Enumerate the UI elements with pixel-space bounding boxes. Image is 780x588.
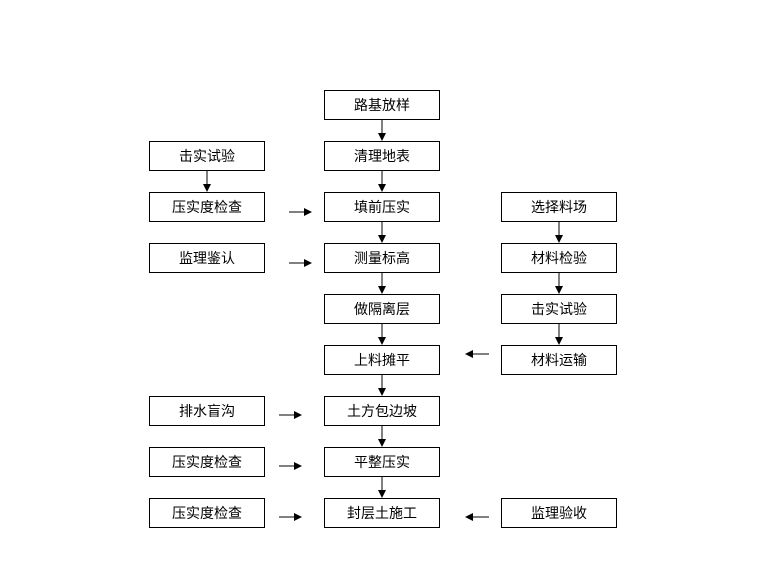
main-step-5: 做隔离层 [324,294,440,324]
left-step-2: 压实度检查 [149,192,265,222]
right-step-1: 选择料场 [501,192,617,222]
main-step-3: 填前压实 [324,192,440,222]
right-step-2: 材料检验 [501,243,617,273]
left-step-5: 压实度检查 [149,447,265,477]
left-step-1: 击实试验 [149,141,265,171]
left-step-3: 监理鉴认 [149,243,265,273]
main-step-7: 土方包边坡 [324,396,440,426]
left-step-4: 排水盲沟 [149,396,265,426]
left-step-6: 压实度检查 [149,498,265,528]
main-step-1: 路基放样 [324,90,440,120]
main-step-2: 清理地表 [324,141,440,171]
main-step-9: 封层土施工 [324,498,440,528]
main-step-4: 测量标高 [324,243,440,273]
right-step-5: 监理验收 [501,498,617,528]
main-step-6: 上料摊平 [324,345,440,375]
right-step-4: 材料运输 [501,345,617,375]
right-step-3: 击实试验 [501,294,617,324]
main-step-8: 平整压实 [324,447,440,477]
